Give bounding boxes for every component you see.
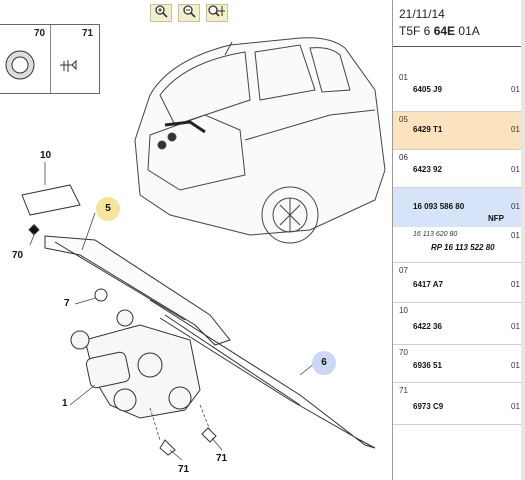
callout-1[interactable]: 1 [62,398,68,409]
ref-bold: 64E [433,24,456,38]
part-index: 70 [399,348,408,357]
part-quantity: 01 [511,202,520,211]
part-quantity: 01 [511,361,520,370]
part-row-superseded[interactable]: 16 113 620 80 01 RP 16 113 522 80 [393,227,525,263]
exploded-view-drawing [21,37,386,461]
part-quantity: 01 [511,85,520,94]
callout-71-a[interactable]: 71 [178,464,190,475]
magnifier-plus-icon [154,4,168,23]
part-index: 06 [399,153,408,162]
ref-prefix: T5F 6 [399,24,431,38]
part-quantity: 01 [511,280,520,289]
ref-suffix: 01A [458,24,480,38]
callout-7[interactable]: 7 [64,298,70,309]
magnifier-minus-icon [182,4,196,23]
part-reference: 6417 A7 [413,280,443,289]
part-row-07[interactable]: 07 6417 A7 01 [393,263,525,303]
fastener-drawing [5,50,77,80]
zoom-in-button[interactable] [150,4,172,22]
part-quantity: 01 [511,165,520,174]
part-reference: 6973 C9 [413,402,444,411]
parts-list-panel: 21/11/14 T5F 6 64E 01A 01 6405 J9 01 05 … [392,0,525,480]
part-row-71[interactable]: 71 6973 C9 01 [393,383,525,425]
callout-70[interactable]: 70 [12,250,24,261]
part-row-06-variant[interactable]: 16 093 586 80 01 NFP [393,188,525,227]
part-row-10[interactable]: 10 6422 36 01 [393,303,525,345]
wiper-motor-drawing [70,288,217,456]
part-reference: 16 093 586 80 [413,202,465,211]
car-illustration [134,37,386,244]
replacement-reference: RP 16 113 522 80 [431,243,495,252]
part-row-01[interactable]: 01 6405 J9 01 [393,70,525,112]
part-reference: 6422 36 [413,322,442,331]
part-row-06[interactable]: 06 6423 92 01 [393,150,525,188]
part-row-70[interactable]: 70 6936 51 01 [393,345,525,383]
callout-10[interactable]: 10 [40,150,52,161]
inset-label-71: 71 [82,28,94,39]
part-quantity: 01 [511,125,520,134]
wiper-arm-drawing [21,184,376,449]
part-index: 10 [399,306,408,315]
part-quantity: 01 [511,322,520,331]
part-reference: 6405 J9 [413,85,442,94]
callout-5[interactable]: 5 [96,197,120,221]
leader-lines [29,162,316,461]
callout-71-b[interactable]: 71 [216,453,228,464]
part-index: 07 [399,266,408,275]
part-reference: 6423 92 [413,165,442,174]
catalog-reference: T5F 6 64E 01A [399,24,480,38]
magnifier-move-icon [208,4,226,23]
part-index: 01 [399,73,408,82]
part-reference: 6429 T1 [413,125,443,134]
part-reference: 6936 51 [413,361,442,370]
superseded-reference: 16 113 620 80 [413,231,458,238]
scrollbar-track[interactable] [521,0,525,480]
zoom-fit-button[interactable] [206,4,228,22]
part-index: 05 [399,115,408,124]
part-row-05[interactable]: 05 6429 T1 01 [393,112,525,150]
zoom-out-button[interactable] [178,4,200,22]
fastener-inset: 70 71 [0,24,100,94]
header-divider [393,46,525,47]
callout-6[interactable]: 6 [312,351,336,375]
superseded-quantity: 01 [511,231,520,240]
inset-divider [50,25,51,93]
part-quantity: 01 [511,402,520,411]
nfp-flag: NFP [488,214,504,223]
part-index: 71 [399,386,408,395]
diagram-pane: 70 71 10 5 70 7 6 1 71 71 [0,4,386,475]
inset-label-70: 70 [34,28,46,39]
zoom-toolbar [150,4,228,22]
catalog-date: 21/11/14 [399,7,445,21]
